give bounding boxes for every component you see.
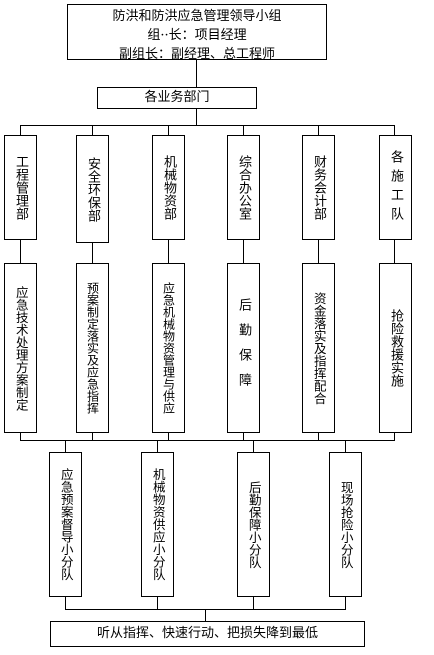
drop-team-1 <box>65 440 66 452</box>
dept-machinery-label: 机械物资部 <box>161 155 176 220</box>
duty-technical-label: 应急技术处理方案制定 <box>13 285 29 411</box>
dept-finance-label: 财务会计部 <box>311 155 326 220</box>
duty-bottom-link-5 <box>318 433 319 440</box>
departments-title: 各业务部门 <box>144 90 210 105</box>
dept-engineering: 工程管理部 <box>4 135 37 240</box>
departments-box: 各业务部门 <box>97 87 257 109</box>
link-duty-2 <box>92 243 93 263</box>
leadership-group-box: 防洪和防洪应急管理领导小组 组··长：项目经理 副组长：副经理、总工程师 <box>67 4 327 62</box>
dept-office-label: 综合办公室 <box>236 155 251 220</box>
duty-material-supply: 应急机械物资管理与供应 <box>152 263 185 433</box>
dept-safety-label: 安全环保部 <box>85 156 100 222</box>
drop-dept-6 <box>394 125 395 135</box>
link-duty-4 <box>243 240 244 263</box>
leadership-group-title: 防洪和防洪应急管理领导小组 <box>112 9 282 24</box>
duty-logistics: 后勤保障 <box>227 263 260 433</box>
team-supervision: 应急预案督导小分队 <box>49 452 82 597</box>
footer-box: 听从指挥、快速行动、把损失降到最低 <box>50 621 365 647</box>
drop-dept-1 <box>20 125 21 135</box>
dept-finance: 财务会计部 <box>302 135 335 240</box>
drop-dept-5 <box>318 125 319 135</box>
drop-team-2 <box>157 440 158 452</box>
duty-funding-label: 资金落实及指挥配合 <box>311 291 327 405</box>
duty-bottom-link-3 <box>168 433 169 440</box>
link-duty-6 <box>394 240 395 263</box>
link-duty-3 <box>168 240 169 263</box>
team-logistics: 后勤保障小分队 <box>237 452 270 597</box>
team-logistics-label: 后勤保障小分队 <box>246 480 262 569</box>
duty-bottom-link-2 <box>92 433 93 440</box>
drop-dept-3 <box>168 125 169 135</box>
connector-header-dept <box>196 60 197 87</box>
duty-technical: 应急技术处理方案制定 <box>4 263 37 433</box>
duty-logistics-label: 后勤保障 <box>236 298 251 398</box>
team-bottom-link-4 <box>345 597 346 609</box>
dept-office: 综合办公室 <box>227 135 260 240</box>
drop-dept-4 <box>243 125 244 135</box>
team-bus <box>20 440 395 441</box>
drop-dept-2 <box>92 125 93 135</box>
duty-material-supply-label: 应急机械物资管理与供应 <box>161 282 176 414</box>
team-supervision-label: 应急预案督导小分队 <box>58 468 74 581</box>
team-material-supply: 机械物资供应小分队 <box>141 452 174 597</box>
dept-machinery: 机械物资部 <box>152 135 185 240</box>
team-onsite-rescue: 现场抢险小分队 <box>329 452 362 597</box>
duty-rescue: 抢险救援实施 <box>379 263 412 433</box>
dept-bus <box>20 125 395 126</box>
team-bottom-link-1 <box>65 597 66 609</box>
duty-rescue-label: 抢险救援实施 <box>388 309 403 387</box>
team-material-supply-label: 机械物资供应小分队 <box>150 468 166 581</box>
connector-dept-bus <box>196 109 197 125</box>
duty-plan-command-label: 预案制定落实及应急指挥 <box>85 282 100 414</box>
connector-footer <box>205 609 206 621</box>
drop-team-4 <box>345 440 346 452</box>
duty-plan-command: 预案制定落实及应急指挥 <box>76 263 109 433</box>
link-duty-5 <box>318 240 319 263</box>
duty-bottom-link-4 <box>243 433 244 440</box>
team-bottom-link-2 <box>157 597 158 609</box>
dept-engineering-label: 工程管理部 <box>13 155 28 220</box>
duty-funding: 资金落实及指挥配合 <box>302 263 335 433</box>
duty-bottom-link-6 <box>394 433 395 440</box>
dept-construction-teams: 各施工队 <box>379 135 412 240</box>
duty-bottom-link-1 <box>20 433 21 440</box>
dept-construction-teams-label: 各施工队 <box>388 149 403 226</box>
team-bottom-link-3 <box>253 597 254 609</box>
leader-line: 组··长：项目经理 <box>147 28 247 43</box>
drop-team-3 <box>253 440 254 452</box>
link-duty-1 <box>20 240 21 263</box>
dept-safety: 安全环保部 <box>76 135 109 243</box>
team-onsite-rescue-label: 现场抢险小分队 <box>338 480 354 569</box>
footer-text: 听从指挥、快速行动、把损失降到最低 <box>96 626 318 641</box>
deputy-line: 副组长：副经理、总工程师 <box>118 47 275 62</box>
